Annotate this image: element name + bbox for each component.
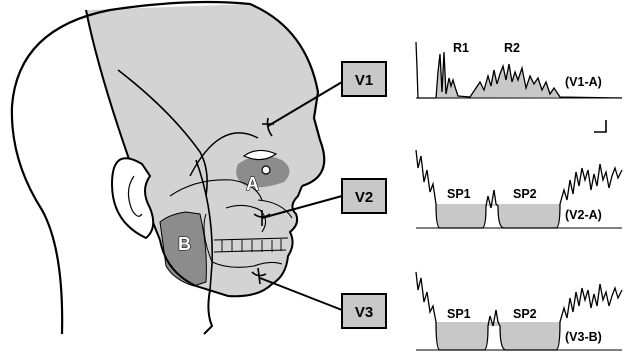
trace-v3-b-comp1: SP1 [447, 307, 471, 321]
trace-v2-a-comp2: SP2 [513, 187, 537, 201]
scale-bar [594, 120, 606, 132]
trace-v3-b-comp2: SP2 [513, 307, 537, 321]
trace-v2-a-name: (V2-A) [565, 208, 602, 222]
trace-v1-a-comp1: R1 [453, 41, 469, 55]
trace-v3-b-name: (V3-B) [565, 330, 602, 344]
trace-v2-a: SP1 SP2 (V2-A) [416, 150, 622, 228]
v3-label: V3 [355, 304, 373, 321]
v2-label: V2 [355, 189, 373, 206]
trace-v3-b: SP1 SP2 (V3-B) [416, 272, 622, 350]
point-a-label: A [246, 174, 259, 194]
trace-v1-a: R1 R2 (V1-A) [416, 41, 622, 98]
v1-label: V1 [355, 72, 373, 89]
neck-outline [12, 106, 62, 334]
trace-v1-a-area [436, 52, 560, 98]
trace-v3-b-fill [436, 322, 560, 350]
trace-v1-a-name: (V1-A) [565, 75, 602, 89]
point-b-label: B [178, 234, 191, 254]
trace-v1-a-comp2: R2 [504, 41, 520, 55]
chin-neck [204, 290, 212, 334]
trace-v2-a-comp1: SP1 [447, 187, 471, 201]
